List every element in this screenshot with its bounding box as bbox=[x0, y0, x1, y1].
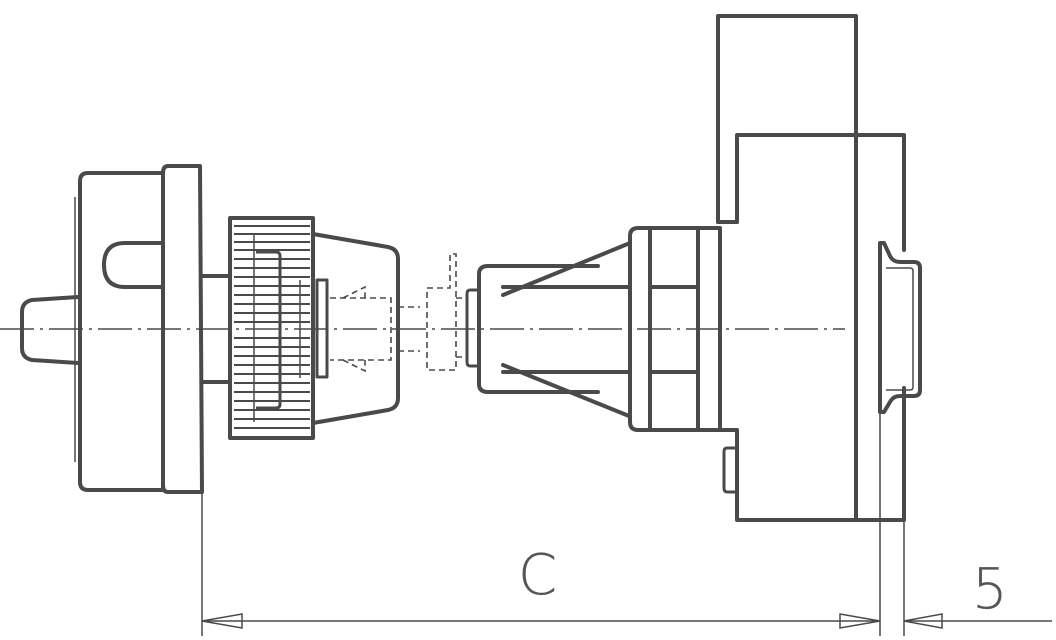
din-rail-clip bbox=[878, 241, 922, 414]
tapered-collar bbox=[311, 232, 420, 425]
dimension-label-c: C bbox=[518, 543, 558, 608]
hidden-coupler bbox=[426, 253, 468, 371]
dimension-lines bbox=[201, 412, 1052, 636]
tapered-body bbox=[465, 226, 722, 432]
knurled-nut bbox=[228, 216, 315, 440]
housing bbox=[716, 14, 906, 522]
knob-cap bbox=[20, 164, 230, 494]
dimension-label-5: 5 bbox=[972, 557, 1008, 622]
knurl-hatching bbox=[234, 225, 310, 429]
